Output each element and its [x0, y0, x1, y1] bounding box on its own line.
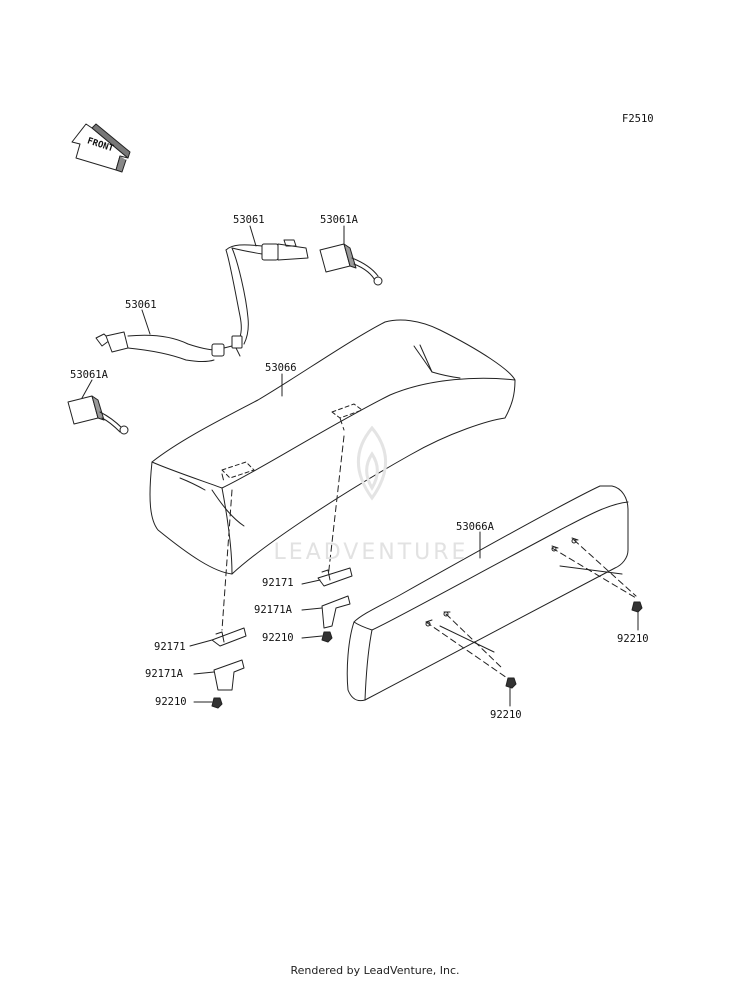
label-buckle-left[interactable]: 53061A — [70, 369, 109, 381]
nut-92210-left — [211, 697, 223, 709]
label-belt-upper[interactable]: 53061 — [233, 214, 265, 226]
bracket-92171-mid — [317, 567, 353, 587]
label-nut-back-bottom[interactable]: 92210 — [490, 709, 522, 721]
seat-back — [346, 485, 629, 702]
label-seat-back[interactable]: 53066A — [456, 521, 495, 533]
nut-92210-back-right — [631, 601, 643, 613]
watermark-logo-icon — [357, 425, 387, 501]
mounting-lines — [221, 417, 637, 681]
diagram-code: F2510 — [622, 113, 654, 125]
seat-cushion — [149, 319, 516, 575]
label-nut-back-right[interactable]: 92210 — [617, 633, 649, 645]
seat-back-studs — [425, 537, 579, 627]
watermark-text: LEADVENTURE — [273, 540, 469, 565]
leader-lines — [81, 225, 639, 707]
footer-credit: Rendered by LeadVenture, Inc. — [290, 964, 460, 977]
bracket-92171a-left — [213, 659, 245, 691]
front-arrow-icon — [71, 123, 131, 173]
label-nut-mid[interactable]: 92210 — [262, 632, 294, 644]
bracket-92171-left — [211, 627, 247, 647]
seat-belt-buckle-upper — [319, 243, 383, 286]
label-belt-left[interactable]: 53061 — [125, 299, 157, 311]
seat-belt-left — [95, 331, 233, 362]
nut-92210-back-bottom — [505, 677, 517, 689]
nut-92210-mid — [321, 631, 333, 643]
part-labels: F2510 FRONT 53061 53061A 53061 53061A 53… — [70, 113, 654, 721]
label-bracket-mid-a[interactable]: 92171A — [254, 604, 293, 616]
label-bracket-left-a[interactable]: 92171A — [145, 668, 184, 680]
cushion-bracket-outlines — [221, 403, 363, 479]
label-bracket-left[interactable]: 92171 — [154, 641, 186, 653]
label-nut-left[interactable]: 92210 — [155, 696, 187, 708]
bracket-92171a-mid — [321, 595, 351, 629]
label-buckle-upper[interactable]: 53061A — [320, 214, 359, 226]
label-seat-cushion[interactable]: 53066 — [265, 362, 297, 374]
seat-belt-upper — [225, 239, 309, 357]
label-bracket-mid[interactable]: 92171 — [262, 577, 294, 589]
seat-belt-buckle-left — [67, 395, 129, 435]
